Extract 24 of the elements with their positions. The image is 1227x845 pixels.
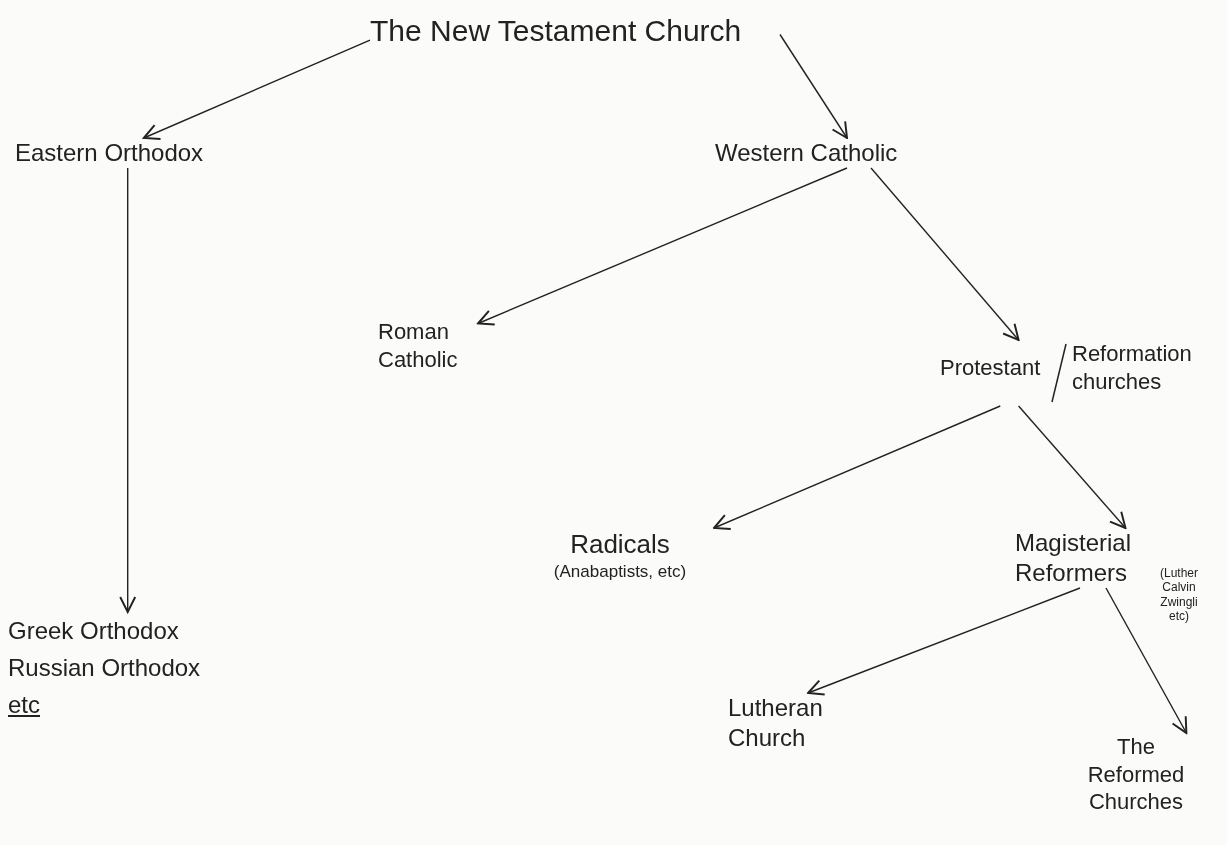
- label-text: Russian Orthodox: [8, 653, 202, 684]
- label-text: Radicals: [569, 528, 671, 561]
- label-text: Reformation churches: [1072, 340, 1193, 395]
- label-text: Western Catholic: [715, 138, 899, 168]
- arrow: [807, 587, 1081, 696]
- arrow: [477, 167, 848, 326]
- label-text: (Anabaptists, etc): [552, 560, 688, 582]
- label-text: Magisterial Reformers: [1015, 528, 1133, 588]
- label-text: etc: [8, 690, 41, 721]
- label-text: Greek Orthodox: [8, 616, 180, 646]
- label-text: Roman Catholic: [378, 318, 459, 373]
- arrow: [779, 33, 848, 139]
- arrow: [1017, 405, 1127, 529]
- label-text: Lutheran Church: [728, 693, 824, 753]
- arrow: [870, 167, 1020, 341]
- note-text: (Luther Calvin Zwingli etc): [1159, 566, 1199, 624]
- arrow: [1105, 587, 1188, 734]
- label-text: The New Testament Church: [370, 13, 743, 49]
- arrow: [713, 405, 1001, 530]
- label-text: Eastern Orthodox: [15, 138, 205, 168]
- label-text: Protestant: [940, 354, 1042, 382]
- arrow: [119, 167, 137, 613]
- label-text: The Reformed Churches: [1086, 733, 1186, 816]
- arrow: [142, 39, 371, 140]
